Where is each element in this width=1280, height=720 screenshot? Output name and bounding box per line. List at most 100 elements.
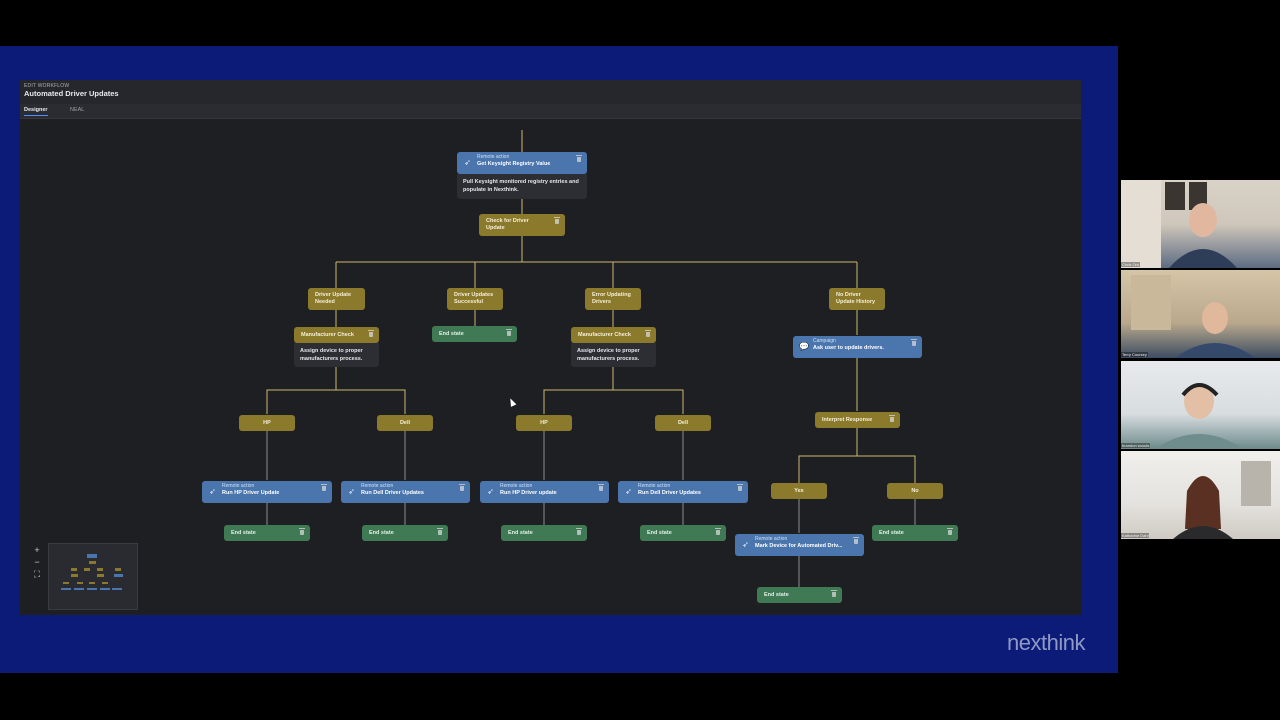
trash-icon[interactable] [576,155,582,162]
action-name: Run HP Driver update [500,490,557,496]
trash-icon[interactable] [437,528,443,535]
participant-avatar [1131,275,1255,358]
branch-hp-1[interactable]: HP [239,415,295,431]
trash-icon[interactable] [737,484,743,491]
action-name: Mark Device for Automated Driv... [755,543,843,549]
branch-driver-update-needed[interactable]: Driver Update Needed [308,288,365,310]
action-run-hp-driver-update-2[interactable]: ➶ Remote action Run HP Driver update [480,481,609,503]
trash-icon[interactable] [506,329,512,336]
participant-video: Chris Ord [1121,180,1280,268]
branch-label: Dell [677,420,689,426]
zoom-controls: + − ⛶ [31,544,43,582]
participant-video: Terry Coursey [1121,270,1280,358]
trash-icon[interactable] [911,339,917,346]
branch-driver-updates-successful[interactable]: Driver Updates Successful [447,288,503,310]
condition-label: Manufacturer Check [301,332,354,338]
action-name: Get Keysight Registry Value [477,161,551,167]
action-name: Run Dell Driver Updates [361,490,424,496]
end-state-label: End state [369,530,394,536]
trash-icon[interactable] [889,415,895,422]
end-state-dell-1[interactable]: End state [362,525,448,541]
action-kind: Campaign [813,338,836,344]
participant-name: Katharine Dahl [1121,533,1150,538]
branch-yes[interactable]: Yes [771,483,827,499]
trash-icon[interactable] [459,484,465,491]
end-state-label: End state [439,331,464,337]
action-kind: Remote action [500,483,533,489]
branch-no-driver-update-history[interactable]: No Driver Update History [829,288,885,310]
condition-check-for-driver-update[interactable]: Check for Driver Update [479,214,565,236]
action-name: Ask user to update drivers. [813,345,884,351]
branch-label: HP [263,420,271,426]
rocket-icon: ➶ [464,158,471,167]
trash-icon[interactable] [715,528,721,535]
trash-icon[interactable] [645,330,651,337]
end-state-label: End state [231,530,256,536]
condition-interpret-response[interactable]: Interpret Response [815,412,900,428]
end-state-dell-2[interactable]: End state [640,525,726,541]
trash-icon[interactable] [947,528,953,535]
action-get-keysight-registry[interactable]: ➶ Remote action Get Keysight Registry Va… [457,152,587,174]
action-kind: Remote action [222,483,255,489]
tab-bar: Designer NEAL [20,104,1081,119]
trash-icon[interactable] [598,484,604,491]
action-run-hp-driver-update[interactable]: ➶ Remote action Run HP Driver Update [202,481,332,503]
branch-label: Driver Update Needed [315,292,352,305]
trash-icon[interactable] [321,484,327,491]
fit-view-button[interactable]: ⛶ [33,569,41,579]
participant-name: Terry Coursey [1121,352,1148,357]
condition-label: Check for Driver Update [486,218,529,231]
trash-icon[interactable] [576,528,582,535]
rocket-icon: ➶ [209,487,216,496]
rocket-icon: ➶ [487,487,494,496]
end-state-successful[interactable]: End state [432,326,517,342]
zoom-in-button[interactable]: + [34,545,40,555]
trash-icon[interactable] [299,528,305,535]
action-mark-device[interactable]: ➶ Remote action Mark Device for Automate… [735,534,864,556]
end-state-no[interactable]: End state [872,525,958,541]
branch-dell-2[interactable]: Dell [655,415,711,431]
minimap-preview [61,554,123,590]
editor-header: EDIT WORKFLOW Automated Driver Updates [20,80,1081,104]
tab-designer[interactable]: Designer [24,107,48,116]
campaign-ask-user[interactable]: 💬 Campaign Ask user to update drivers. [793,336,922,358]
condition-label: Interpret Response [822,417,873,423]
trash-icon[interactable] [368,330,374,337]
branch-label: Driver Updates Successful [454,292,494,305]
tab-neal[interactable]: NEAL [70,107,85,113]
condition-manufacturer-check-2[interactable]: Manufacturer Check [571,327,656,343]
branch-error-updating-drivers[interactable]: Error Updating Drivers [585,288,641,310]
workflow-minimap[interactable] [48,543,138,610]
trash-icon[interactable] [853,537,859,544]
end-state-label: End state [879,530,904,536]
participant-video: Katharine Dahl [1121,451,1280,539]
action-kind: Remote action [361,483,394,489]
branch-hp-2[interactable]: HP [516,415,572,431]
trash-icon[interactable] [554,217,560,224]
end-state-label: End state [764,592,789,598]
branch-dell-1[interactable]: Dell [377,415,433,431]
action-kind: Remote action [638,483,671,489]
end-state-mark[interactable]: End state [757,587,842,603]
participant-avatar [1121,180,1237,268]
action-run-dell-driver-updates-2[interactable]: ➶ Remote action Run Dell Driver Updates [618,481,748,503]
condition-description: Assign device to proper manufacturers pr… [294,343,379,367]
workflow-title: Automated Driver Updates [24,89,119,98]
branch-label: No [911,488,919,494]
branch-label: Error Updating Drivers [592,292,631,305]
participant-name: Chris Ord [1121,262,1141,267]
end-state-label: End state [508,530,533,536]
branch-no[interactable]: No [887,483,943,499]
branch-label: No Driver Update History [836,292,876,305]
participant-video: brandon woods [1121,361,1280,449]
action-name: Run Dell Driver Updates [638,490,701,496]
end-state-hp-2[interactable]: End state [501,525,587,541]
condition-description: Assign device to proper manufacturers pr… [571,343,656,367]
trash-icon[interactable] [831,590,837,597]
condition-manufacturer-check[interactable]: Manufacturer Check [294,327,379,343]
zoom-out-button[interactable]: − [34,557,40,567]
nexthink-logo: nexthink [1007,630,1085,655]
end-state-hp-1[interactable]: End state [224,525,310,541]
action-run-dell-driver-updates[interactable]: ➶ Remote action Run Dell Driver Updates [341,481,470,503]
action-kind: Remote action [477,154,510,160]
